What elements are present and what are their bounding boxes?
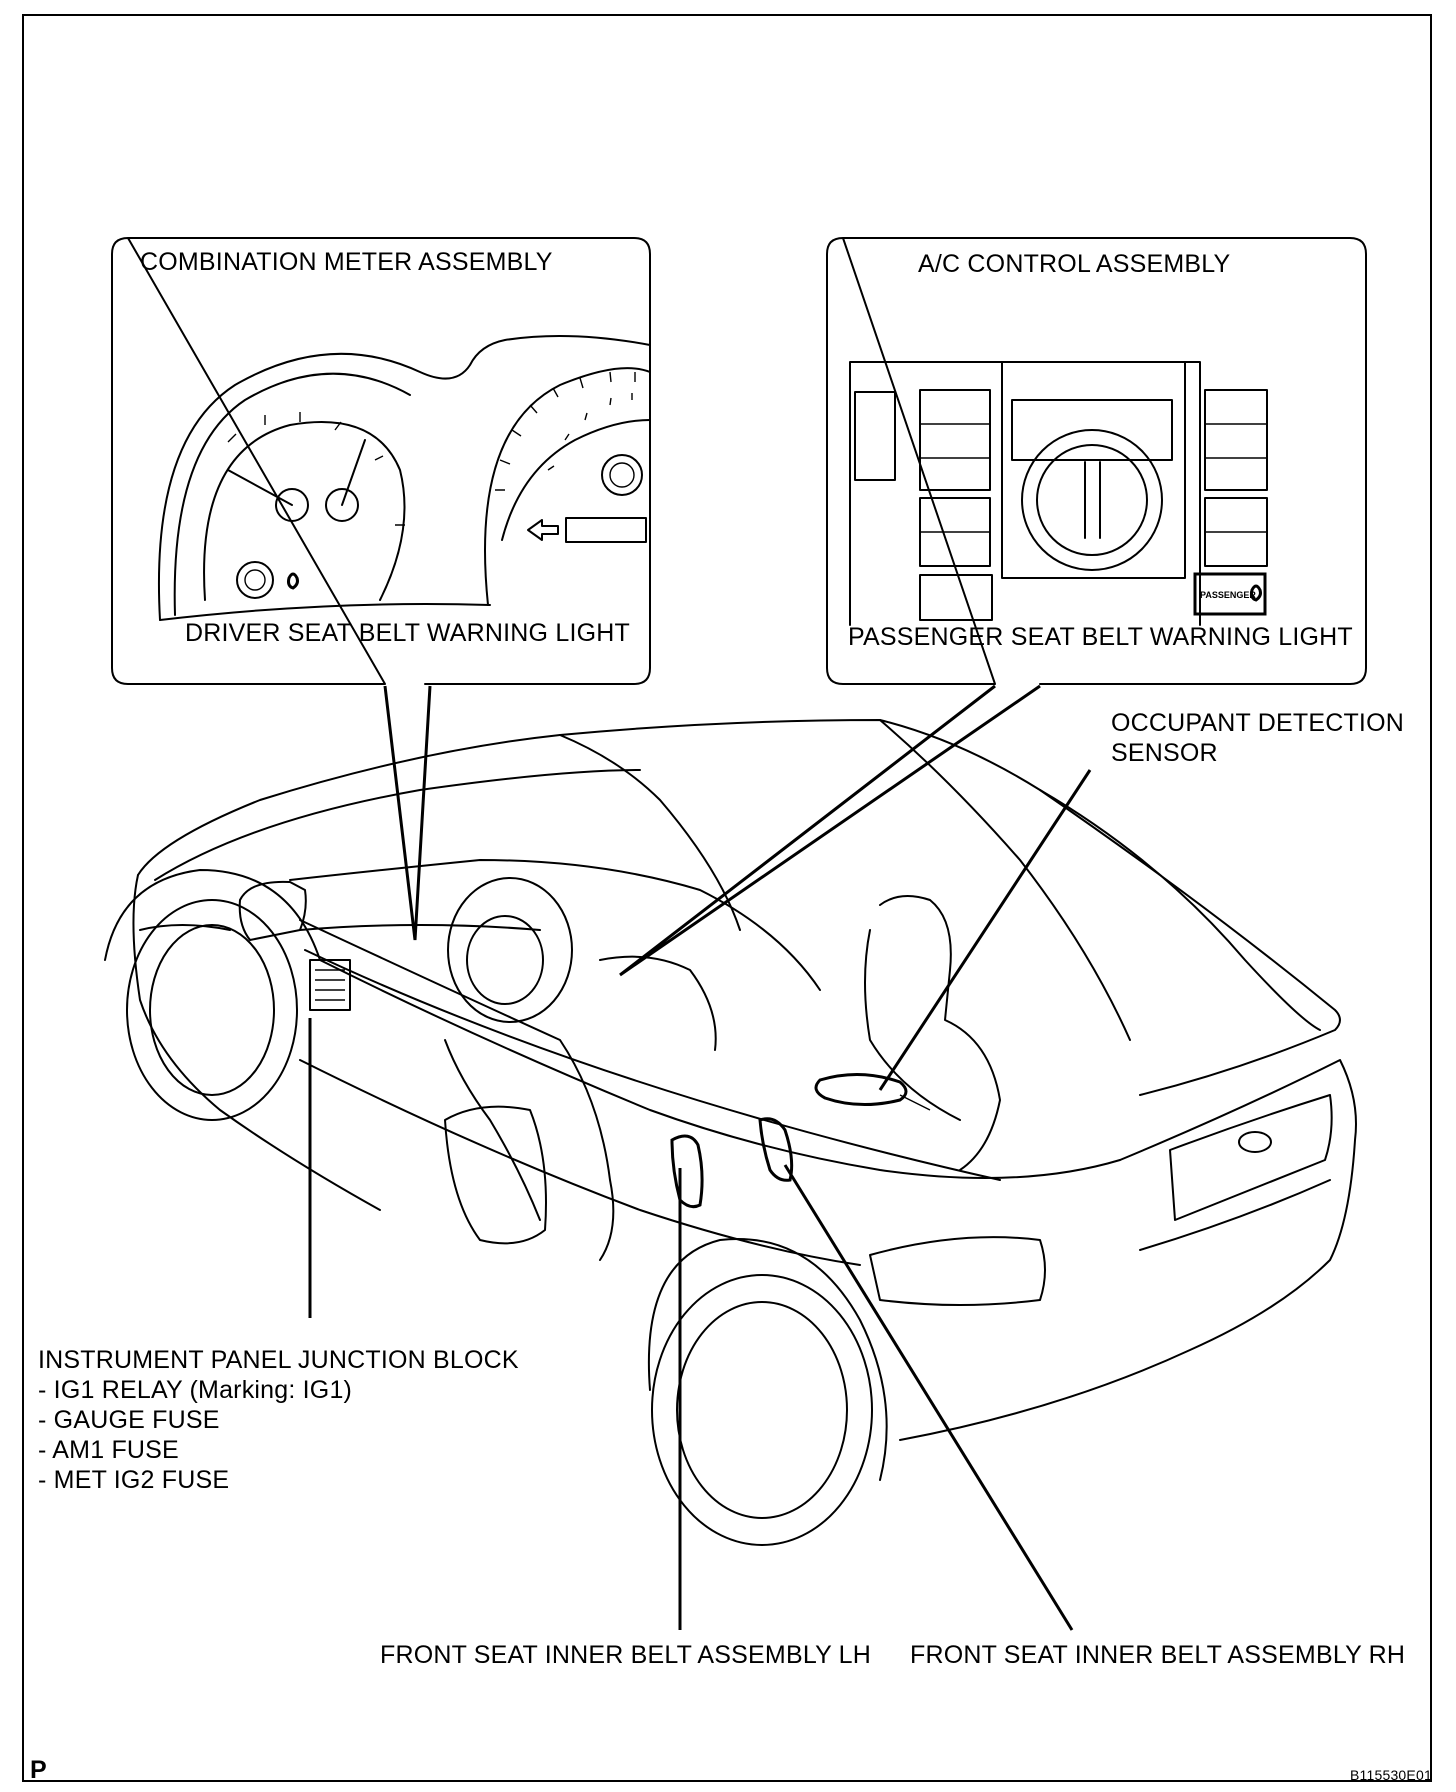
- driver-seat-belt-warning-light-label: DRIVER SEAT BELT WARNING LIGHT: [185, 619, 630, 647]
- figure-frame: [22, 14, 1432, 1782]
- passenger-seat-belt-warning-light-label: PASSENGER SEAT BELT WARNING LIGHT: [848, 623, 1353, 651]
- car-outline: [104, 719, 1357, 1546]
- ac-panel-drawing: PASSENGER: [849, 361, 1268, 626]
- front-seat-inner-belt-lh-label: FRONT SEAT INNER BELT ASSEMBLY LH: [380, 1641, 872, 1669]
- ac-control-callout: PASSENGER: [826, 237, 1367, 685]
- occupant-detection-sensor-label-line1: OCCUPANT DETECTION: [1111, 709, 1404, 737]
- passenger-badge-text: PASSENGER: [1200, 590, 1256, 600]
- leader-lines: [308, 684, 1092, 1631]
- junction-block-item: - MET IG2 FUSE: [38, 1466, 230, 1494]
- combination-meter-callout: [111, 237, 651, 685]
- page-marker: P: [30, 1756, 47, 1784]
- front-seat-inner-belt-rh-label: FRONT SEAT INNER BELT ASSEMBLY RH: [910, 1641, 1406, 1669]
- junction-block-title: INSTRUMENT PANEL JUNCTION BLOCK: [38, 1346, 519, 1374]
- occupant-detection-sensor-label-line2: SENSOR: [1111, 739, 1218, 767]
- junction-block-item: - IG1 RELAY (Marking: IG1): [38, 1376, 353, 1404]
- ac-control-title: A/C CONTROL ASSEMBLY: [918, 250, 1231, 278]
- combination-meter-title: COMBINATION METER ASSEMBLY: [140, 248, 553, 276]
- figure-id: B115530E01: [1350, 1767, 1432, 1783]
- junction-block-item: - AM1 FUSE: [38, 1436, 179, 1464]
- meter-cluster-drawing: [157, 335, 651, 621]
- junction-block-item: - GAUGE FUSE: [38, 1406, 220, 1434]
